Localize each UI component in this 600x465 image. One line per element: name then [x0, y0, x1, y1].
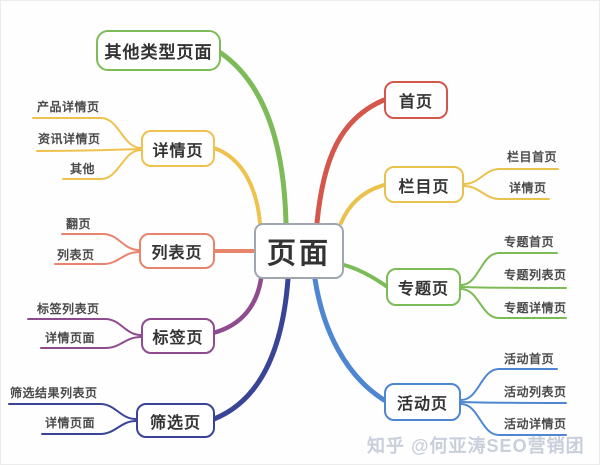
leaf-other[interactable]: 其他 — [70, 162, 96, 176]
node-detail-page[interactable]: 详情页 — [141, 130, 215, 167]
underline-list-child — [54, 251, 140, 265]
leaf-tag-list[interactable]: 标签列表页 — [37, 302, 100, 316]
underline-column-detail — [463, 185, 550, 200]
node-column-page[interactable]: 栏目页 — [384, 166, 464, 203]
leaf-news-detail[interactable]: 资讯详情页 — [38, 132, 101, 146]
underline-column-home — [463, 168, 559, 185]
underline-topic-home — [460, 252, 558, 286]
underline-news-detail — [36, 148, 142, 152]
leaf-column-home[interactable]: 栏目首页 — [507, 150, 558, 164]
branch-home-curve — [314, 97, 387, 226]
leaf-list-child[interactable]: 列表页 — [57, 248, 95, 262]
leaf-topic-list[interactable]: 专题列表页 — [504, 268, 567, 282]
underline-filter-detail — [41, 420, 137, 435]
leaf-activity-list[interactable]: 活动列表页 — [504, 385, 567, 399]
node-other-pages[interactable]: 其他类型页面 — [96, 30, 221, 71]
leaf-topic-home[interactable]: 专题首页 — [504, 235, 555, 249]
leaf-column-detail[interactable]: 详情页 — [509, 181, 547, 195]
leaf-activity-detail[interactable]: 活动详情页 — [504, 417, 567, 431]
leaf-activity-home[interactable]: 活动首页 — [504, 352, 555, 366]
branch-other-pages-curve — [210, 45, 289, 226]
underline-topic-list — [460, 286, 567, 289]
underline-product-detail — [32, 117, 142, 149]
leaf-topic-detail[interactable]: 专题详情页 — [504, 301, 567, 315]
underline-paging — [61, 233, 140, 251]
leaf-filter-detail[interactable]: 详情页面 — [45, 416, 96, 430]
underline-activity-home — [460, 368, 558, 401]
branch-tag-curve — [210, 276, 264, 336]
node-topic-page[interactable]: 专题页 — [386, 268, 461, 306]
underline-filter-result-list — [8, 403, 137, 420]
leaf-filter-result-list[interactable]: 筛选结果列表页 — [10, 386, 98, 400]
branch-detail-curve — [212, 146, 262, 225]
underline-activity-list — [460, 401, 567, 404]
node-filter-page[interactable]: 筛选页 — [136, 403, 215, 438]
node-activity-page[interactable]: 活动页 — [384, 383, 461, 421]
underline-tag-detail — [40, 336, 142, 349]
leaf-product-detail[interactable]: 产品详情页 — [37, 100, 100, 114]
zhihu-watermark: 知乎 @何亚涛SEO营销团 — [367, 436, 585, 456]
node-tag-page[interactable]: 标签页 — [141, 318, 215, 354]
branch-activity-curve — [312, 276, 387, 403]
node-root-page[interactable]: 页面 — [254, 223, 344, 279]
branch-column-curve — [339, 183, 386, 225]
leaf-tag-detail[interactable]: 详情页面 — [45, 331, 96, 345]
underline-other — [62, 149, 142, 180]
node-list-page[interactable]: 列表页 — [139, 233, 215, 269]
branch-filter-curve — [211, 276, 291, 422]
branch-topic-curve — [342, 263, 388, 288]
node-home-page[interactable]: 首页 — [384, 81, 448, 119]
underline-tag-list — [27, 318, 142, 336]
leaf-paging[interactable]: 翻页 — [66, 217, 92, 231]
underline-activity-detail — [460, 403, 567, 436]
underline-topic-detail — [460, 288, 567, 319]
